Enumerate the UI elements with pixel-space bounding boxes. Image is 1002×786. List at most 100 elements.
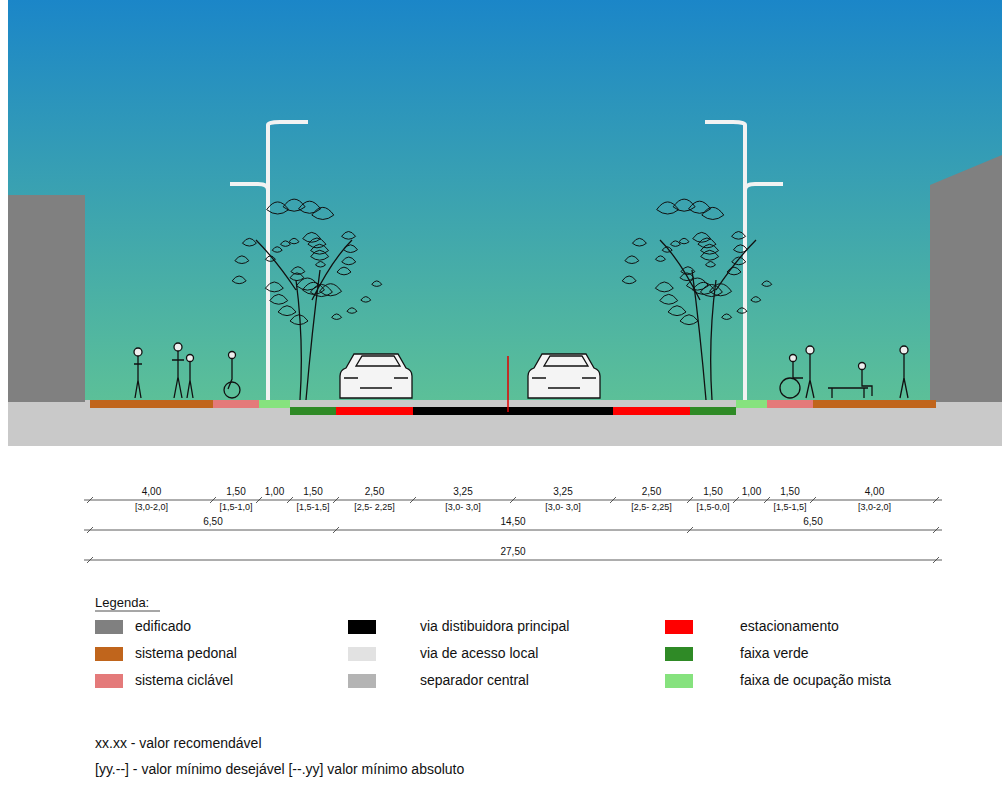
- dimension-tick: [810, 497, 816, 503]
- legend-text: estacionamento: [740, 619, 839, 634]
- dimension-label: [3,0-2,0]: [858, 503, 891, 513]
- dimension-label: [2,5- 2,25]: [354, 503, 395, 513]
- people: [134, 343, 908, 398]
- person: [134, 356, 142, 398]
- cyclist: [228, 359, 232, 389]
- sky: [8, 0, 1002, 402]
- leaf-cluster: [342, 231, 356, 239]
- person: [862, 370, 872, 396]
- bench: [828, 388, 868, 398]
- dimension-tick: [87, 497, 93, 503]
- bicycle: [224, 382, 240, 398]
- dimension-label: 6,50: [203, 516, 222, 527]
- person: [790, 355, 797, 362]
- cyclist: [229, 352, 236, 359]
- dimension-label: [3,0-2,0]: [135, 503, 168, 513]
- leaf-cluster: [332, 314, 342, 320]
- legend-text: edificado: [135, 619, 191, 634]
- dimension-tick: [210, 497, 216, 503]
- leaf-cluster: [702, 207, 724, 219]
- section-strip: [413, 407, 513, 415]
- legend-text: via de acesso local: [420, 646, 538, 661]
- trees: [256, 240, 756, 400]
- lamp-posts: [230, 122, 783, 400]
- dimension-tick: [287, 497, 293, 503]
- dimension-tick: [87, 527, 93, 533]
- person: [806, 354, 814, 398]
- leaf-cluster: [698, 238, 716, 248]
- dimension-tick: [687, 497, 693, 503]
- strips: [90, 400, 936, 415]
- legend-swatch: [348, 647, 376, 661]
- dimension-label: 2,50: [365, 486, 384, 497]
- section-strip: [90, 400, 213, 408]
- leaf-cluster: [289, 238, 299, 244]
- section-strip: [736, 400, 767, 408]
- section-strip: [336, 407, 413, 415]
- dimension-label: 4,00: [865, 486, 884, 497]
- leaf-cluster: [343, 245, 357, 253]
- car: [340, 354, 412, 398]
- note: xx.xx - valor recomendável: [95, 736, 262, 751]
- leaf-cluster: [681, 267, 695, 275]
- dimension-line: [84, 560, 942, 561]
- person: [174, 343, 182, 351]
- leaf-cluster: [737, 308, 747, 314]
- dimension-label: [3,0- 3,0]: [545, 503, 581, 513]
- underline: [95, 611, 160, 612]
- dimension-label: [2,5- 2,25]: [631, 503, 672, 513]
- person: [859, 363, 866, 370]
- leaf-cluster: [722, 314, 732, 320]
- ground: [8, 400, 1002, 446]
- dimension-tick: [510, 497, 516, 503]
- leaf-cluster: [733, 245, 747, 253]
- leaf-cluster: [312, 207, 334, 219]
- leaf-cluster: [706, 262, 716, 268]
- leaf-cluster: [762, 281, 772, 287]
- legend-swatch: [95, 620, 123, 634]
- tree-trunk: [660, 240, 756, 400]
- leaf-cluster: [347, 308, 357, 314]
- dimension-label: 6,50: [803, 516, 822, 527]
- building: [930, 155, 1002, 402]
- leaf-cluster: [270, 294, 288, 304]
- dimension-label: [1,5-1,5]: [773, 503, 806, 513]
- dimension-tick: [333, 497, 339, 503]
- legend-text: via distibuidora principal: [420, 619, 569, 634]
- leaf-cluster: [342, 257, 356, 265]
- leaf-cluster: [622, 276, 636, 284]
- person: [900, 346, 908, 354]
- dimension-label: 3,25: [453, 486, 472, 497]
- legend-text: faixa de ocupação mista: [740, 673, 891, 688]
- dimension-label: [1,5-0,0]: [696, 503, 729, 513]
- legend-swatch: [665, 647, 693, 661]
- building: [8, 195, 85, 402]
- section-strip: [813, 400, 936, 408]
- leaf-cluster: [680, 315, 698, 325]
- car-detail: [344, 356, 408, 388]
- leaf-cluster: [265, 282, 283, 292]
- dimension-tick: [933, 557, 939, 563]
- dimension-label: 1,50: [703, 486, 722, 497]
- leaf-cluster: [278, 306, 296, 316]
- dimension-label: 1,00: [742, 486, 761, 497]
- legend-swatch: [665, 674, 693, 688]
- legend-swatch: [95, 674, 123, 688]
- person: [793, 362, 803, 378]
- dimension-label: [3,0- 3,0]: [445, 503, 481, 513]
- leaf-cluster: [732, 257, 746, 265]
- dimension-tick: [764, 497, 770, 503]
- note: [yy.--] - valor mínimo desejável [--.yy]…: [95, 762, 464, 777]
- leaf-cluster: [290, 315, 308, 325]
- legend-text: faixa verde: [740, 646, 808, 661]
- leaf-cluster: [632, 238, 646, 246]
- leaf-cluster: [265, 256, 275, 262]
- leaf-cluster: [337, 267, 351, 275]
- centre-line: [507, 356, 509, 412]
- leaf-cluster: [727, 267, 741, 275]
- person: [172, 351, 184, 398]
- dimension-label: 1,50: [780, 486, 799, 497]
- section-strip: [613, 407, 690, 415]
- leaf-cluster: [689, 201, 711, 213]
- legend-text: sistema ciclável: [135, 673, 233, 688]
